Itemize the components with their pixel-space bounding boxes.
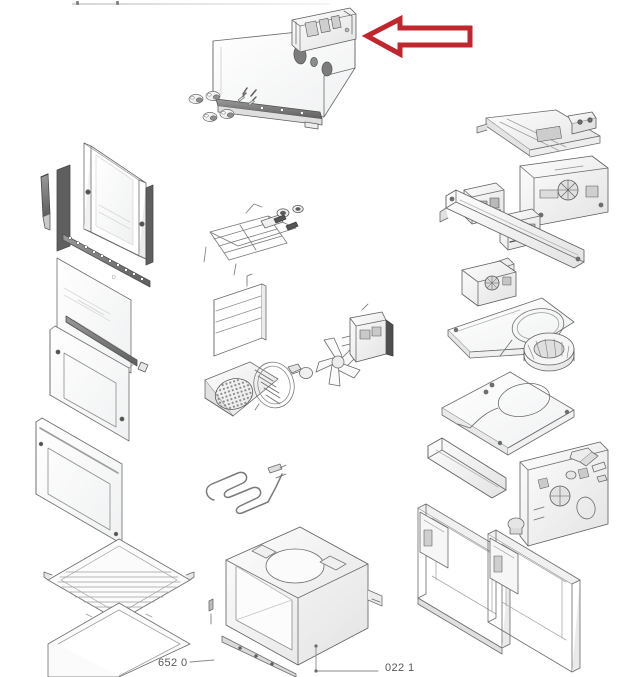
red-callout-arrow	[361, 14, 473, 59]
door-middle-glass	[49, 325, 135, 442]
door-outer-frame	[56, 142, 154, 266]
bottom-heating-element	[205, 463, 287, 515]
top-edge-artifact	[72, 1, 330, 5]
outer-chassis-frame	[417, 503, 511, 655]
part-reference-label-022: 022 1	[385, 662, 415, 674]
connector-parts	[565, 447, 608, 483]
baking-tray	[47, 602, 191, 677]
side-panel-left	[419, 511, 449, 569]
side-rail	[427, 437, 507, 499]
element-fixing-nuts	[273, 204, 304, 231]
svg-text:D: D	[112, 275, 116, 281]
fixing-screw-group	[237, 87, 257, 107]
door-seal-strip-lower	[65, 315, 149, 373]
fan-motor	[341, 303, 394, 363]
terminal-block	[519, 441, 609, 547]
part-reference-label-652: 652 0	[158, 657, 188, 669]
hinge-bracket	[567, 111, 597, 135]
base-panel	[441, 371, 575, 456]
chassis-frame-front	[487, 517, 581, 673]
fan-blade	[299, 337, 361, 387]
cooling-fan-housing	[461, 260, 517, 307]
tangential-blower	[523, 332, 575, 372]
door-front-glass	[35, 417, 123, 545]
oven-cavity-box	[208, 526, 383, 677]
door-seal-strip-upper	[62, 233, 151, 288]
side-panel-right	[489, 537, 519, 595]
control-trim-rail	[215, 98, 323, 130]
control-board-module	[291, 7, 357, 53]
wire-shelf-rack	[43, 538, 195, 622]
label-leader-lines	[189, 644, 379, 673]
side-shelf-support	[213, 273, 267, 357]
upper-trim-rail	[439, 189, 585, 269]
door-handle	[40, 173, 51, 231]
control-pcb	[519, 155, 609, 227]
